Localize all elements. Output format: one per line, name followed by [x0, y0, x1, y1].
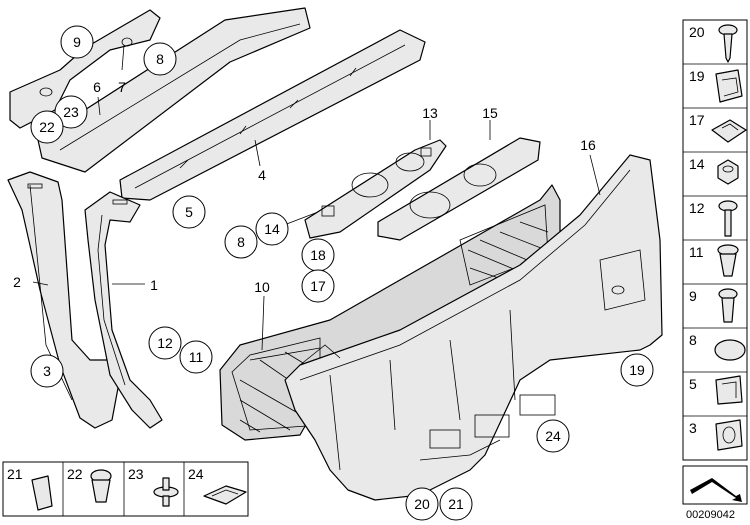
svg-text:5: 5: [185, 204, 193, 220]
side-label-11: 11: [689, 244, 704, 260]
callout-11: 11: [179, 340, 213, 374]
svg-text:1: 1: [150, 277, 158, 293]
svg-text:22: 22: [39, 119, 55, 135]
rivet-23-icon: [153, 477, 179, 507]
callout-16: 16: [580, 137, 596, 153]
side-label-17: 17: [689, 112, 705, 128]
part-main-liner: [284, 154, 663, 501]
fastener-panel: 20 19 17 14 12 11 9 8 5 3: [682, 19, 748, 505]
side-label-8: 8: [689, 332, 697, 348]
side-label-12: 12: [689, 200, 705, 216]
clip-nut-17-icon: [711, 119, 747, 143]
svg-text:16: 16: [580, 137, 596, 153]
callout-5: 5: [172, 195, 206, 229]
svg-text:24: 24: [545, 428, 561, 444]
svg-text:6: 6: [93, 79, 101, 95]
clip-5-icon: [715, 375, 743, 405]
svg-text:7: 7: [118, 79, 126, 95]
svg-text:8: 8: [237, 234, 245, 250]
diagram-id: 00209042: [686, 509, 735, 521]
side-label-9: 9: [689, 288, 697, 304]
grommet-3-icon: [715, 419, 743, 451]
side-label-5: 5: [689, 376, 697, 392]
callout-20: 20: [405, 487, 439, 521]
bolt-12-icon: [718, 200, 738, 237]
svg-text:20: 20: [414, 496, 430, 512]
svg-text:13: 13: [422, 105, 438, 121]
svg-text:11: 11: [189, 349, 204, 365]
callout-14: 14: [255, 212, 289, 246]
screw-20-icon: [718, 24, 738, 63]
callout-12: 12: [148, 326, 182, 360]
bottom-label-21: 21: [7, 466, 23, 482]
svg-text:12: 12: [157, 335, 173, 351]
callout-8-mid: 8: [224, 225, 258, 259]
svg-text:23: 23: [63, 104, 79, 120]
callout-8-top: 8: [143, 42, 177, 76]
side-label-3: 3: [689, 420, 697, 436]
callout-15: 15: [482, 105, 498, 121]
svg-text:17: 17: [310, 278, 326, 294]
side-label-14: 14: [689, 156, 705, 172]
svg-text:9: 9: [73, 34, 81, 50]
nut-14-icon: [717, 159, 739, 185]
callout-10: 10: [254, 279, 270, 295]
diagram-arrow-icon: [690, 478, 742, 502]
callout-4: 4: [258, 167, 266, 183]
callout-19: 19: [620, 353, 654, 387]
bottom-label-23: 23: [128, 466, 144, 482]
leader-lines: [32, 44, 601, 351]
side-label-20: 20: [689, 24, 705, 40]
svg-text:15: 15: [482, 105, 498, 121]
cap-8-icon: [714, 339, 746, 361]
bottom-label-22: 22: [67, 466, 83, 482]
part-handle-shell-left: [304, 139, 447, 239]
callout-6: 6: [93, 79, 101, 95]
callout-24: 24: [536, 419, 570, 453]
callout-22-top: 22: [30, 110, 64, 144]
svg-text:4: 4: [258, 167, 266, 183]
svg-text:8: 8: [156, 51, 164, 67]
clip-19-icon: [715, 69, 743, 103]
svg-text:19: 19: [629, 362, 645, 378]
part-roof-strip: [37, 7, 311, 173]
svg-text:2: 2: [13, 274, 21, 290]
side-label-19: 19: [689, 68, 705, 84]
callout-23: 23: [54, 95, 88, 129]
rivet-11-icon: [717, 244, 739, 277]
svg-text:10: 10: [254, 279, 270, 295]
plug-22-icon: [90, 469, 112, 503]
callout-1: 1: [150, 277, 158, 293]
svg-text:21: 21: [448, 496, 464, 512]
push-clip-9-icon: [718, 288, 738, 323]
callout-21: 21: [439, 487, 473, 521]
callout-9: 9: [60, 25, 94, 59]
svg-text:3: 3: [43, 363, 51, 379]
part-right-pillar: [84, 191, 163, 429]
callout-13: 13: [422, 105, 438, 121]
callout-18: 18: [301, 238, 335, 272]
callout-2: 2: [13, 274, 21, 290]
part-handle-shell-right: [377, 137, 541, 241]
bottom-parts-row: 21 22 23 24: [2, 461, 249, 517]
svg-text:14: 14: [264, 221, 280, 237]
svg-text:18: 18: [310, 247, 326, 263]
bottom-label-24: 24: [188, 466, 204, 482]
pad-24-icon: [203, 485, 247, 505]
callout-17: 17: [301, 269, 335, 303]
cover-21-icon: [31, 475, 53, 511]
callout-3: 3: [30, 354, 64, 388]
callout-7: 7: [118, 79, 126, 95]
